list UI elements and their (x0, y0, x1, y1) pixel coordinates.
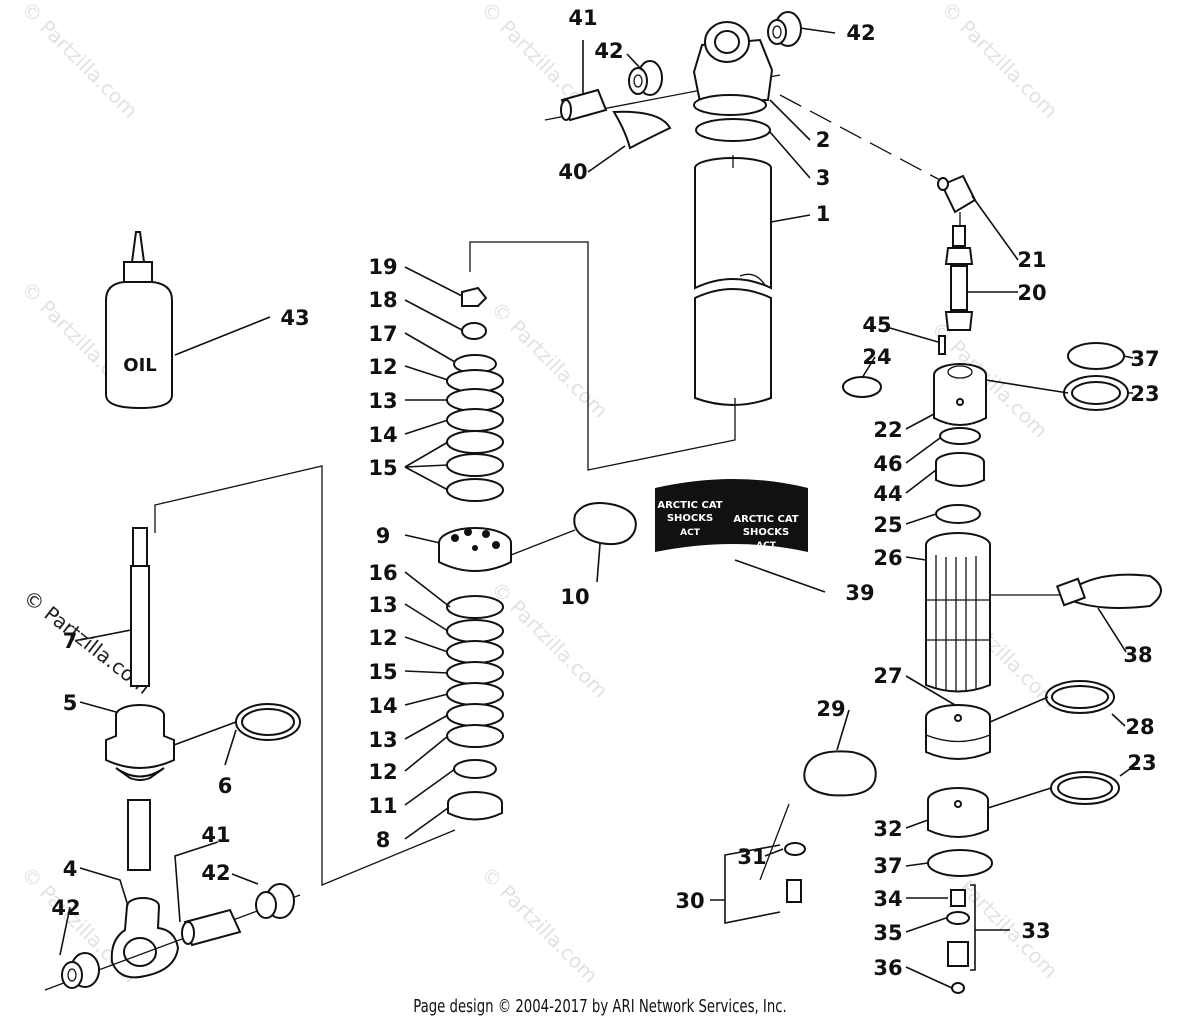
part-number-24: 24 (862, 345, 891, 369)
reservoir-assembly (759, 94, 1162, 994)
leader-lines (59, 27, 1139, 989)
part-number-11: 11 (368, 794, 397, 818)
part-number-36: 36 (873, 956, 902, 980)
part-number-41: 41 (201, 823, 230, 847)
part-number-9: 9 (376, 524, 391, 548)
part-number-20: 20 (1017, 281, 1046, 305)
part-number-12: 12 (368, 355, 397, 379)
part-number-40: 40 (558, 160, 587, 184)
part-number-7: 7 (63, 629, 78, 653)
oil-bottle: OIL (105, 231, 173, 410)
piston-valve-stack (438, 241, 736, 821)
part-number-26: 26 (873, 546, 902, 570)
part-number-42: 42 (594, 39, 623, 63)
part-number-34: 34 (873, 887, 902, 911)
watermark: © Partzilla.com (486, 577, 612, 703)
watermark: © Partzilla.com (16, 0, 142, 123)
part-number-25: 25 (873, 513, 902, 537)
part-number-5: 5 (63, 691, 78, 715)
shaft-assembly (44, 465, 456, 991)
part-number-15: 15 (368, 456, 397, 480)
decal-right-line3: ACT (756, 541, 777, 551)
part-number-13: 13 (368, 389, 397, 413)
part-number-29: 29 (816, 697, 845, 721)
part-number-23: 23 (1130, 382, 1159, 406)
part-number-28: 28 (1125, 715, 1154, 739)
part-number-14: 14 (368, 423, 397, 447)
part-number-39: 39 (845, 581, 874, 605)
part-number-32: 32 (873, 817, 902, 841)
part-number-43: 43 (280, 306, 309, 330)
part-number-3: 3 (816, 166, 831, 190)
part-number-21: 21 (1017, 248, 1046, 272)
part-number-27: 27 (873, 664, 902, 688)
upper-mount-assembly (544, 11, 802, 406)
part-number-12: 12 (368, 626, 397, 650)
decal-right-line1: ARCTIC CAT (733, 514, 798, 525)
watermarks: © Partzilla.com © Partzilla.com © Partzi… (16, 0, 1062, 988)
part-number-44: 44 (873, 482, 902, 506)
part-number-12: 12 (368, 760, 397, 784)
shim-stack-upper (446, 354, 504, 502)
part-number-15: 15 (368, 660, 397, 684)
part-number-37: 37 (1130, 347, 1159, 371)
part-number-22: 22 (873, 418, 902, 442)
part-number-18: 18 (368, 288, 397, 312)
decal-right-line2: SHOCKS (743, 527, 789, 538)
part-number-13: 13 (368, 728, 397, 752)
watermark: © Partzilla.com (486, 297, 612, 423)
part-number-8: 8 (376, 828, 391, 852)
part-number-1: 1 (816, 202, 831, 226)
part-number-42: 42 (846, 21, 875, 45)
part-number-17: 17 (368, 322, 397, 346)
part-number-45: 45 (862, 313, 891, 337)
part-number-35: 35 (873, 921, 902, 945)
part-number-42: 42 (201, 861, 230, 885)
watermark: © Partzilla.com (476, 862, 602, 988)
part-number-19: 19 (368, 255, 397, 279)
decal-left-line3: ACT (680, 528, 701, 538)
part-number-4: 4 (63, 857, 78, 881)
part-number-10: 10 (560, 585, 589, 609)
watermark: © Partzilla.com (936, 0, 1062, 123)
decal-left-line1: ARCTIC CAT (657, 500, 722, 511)
part-number-2: 2 (816, 128, 831, 152)
part-number-labels: 41 42 42 2 3 40 1 21 20 45 24 37 23 22 4… (51, 6, 1159, 980)
page-footer-credit: Page design © 2004-2017 by ARI Network S… (413, 996, 787, 1017)
part-number-13: 13 (368, 593, 397, 617)
part-number-38: 38 (1123, 643, 1152, 667)
part-number-16: 16 (368, 561, 397, 585)
part-number-14: 14 (368, 694, 397, 718)
part-number-33: 33 (1021, 919, 1050, 943)
oil-label: OIL (123, 355, 156, 376)
part-number-37: 37 (873, 854, 902, 878)
part-number-41: 41 (568, 6, 597, 30)
part-number-42: 42 (51, 896, 80, 920)
decal-39: ARCTIC CAT SHOCKS ACT ARCTIC CAT SHOCKS … (655, 479, 808, 552)
part-number-23: 23 (1127, 751, 1156, 775)
part-number-6: 6 (218, 774, 233, 798)
part-number-31: 31 (737, 845, 766, 869)
shim-stack-lower (446, 595, 504, 779)
decal-left-line2: SHOCKS (667, 513, 713, 524)
part-number-46: 46 (873, 452, 902, 476)
part-number-30: 30 (675, 889, 704, 913)
